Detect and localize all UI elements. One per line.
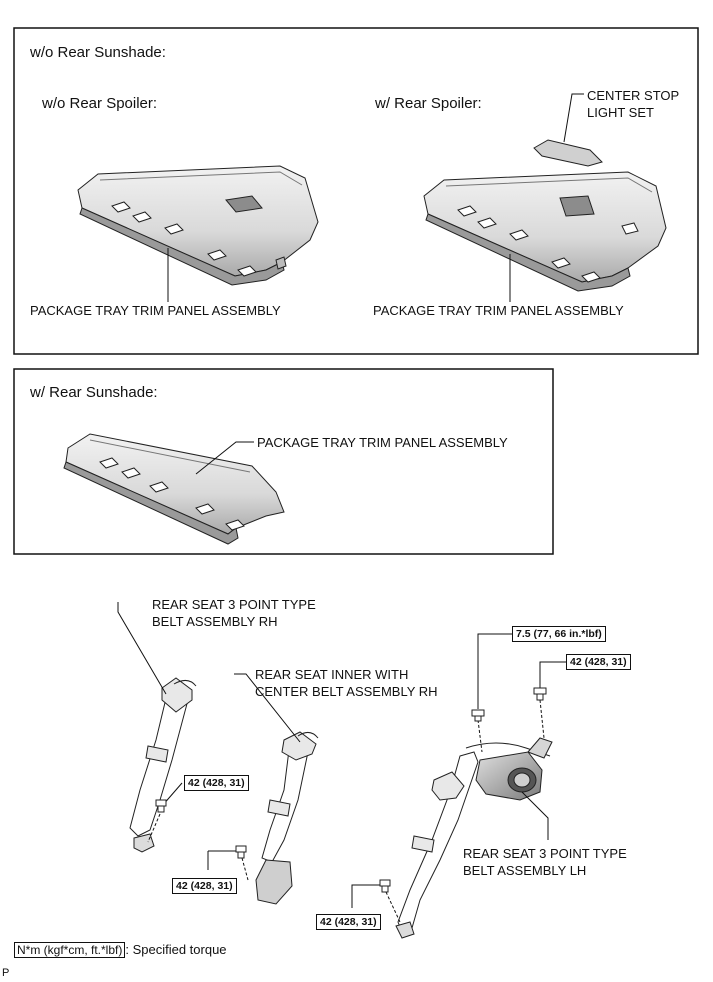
leader-rh-3point	[117, 602, 167, 695]
label-inner-center-line2: CENTER BELT ASSEMBLY RH	[255, 684, 438, 699]
label-center-stop-line1: CENTER STOP	[587, 88, 680, 103]
torque-legend: N*m (kgf*cm, ft.*lbf): Specified torque	[14, 942, 227, 958]
leader-panel-sunshade	[195, 441, 254, 475]
torque-retractor-bolt: 42 (428, 31)	[566, 654, 631, 670]
leader-retractor-torque	[539, 661, 566, 688]
label-panel-sunshade: PACKAGE TRAY TRIM PANEL ASSEMBLY	[257, 435, 508, 450]
bolt-icon	[533, 687, 547, 701]
bolt-axis-lh	[385, 891, 401, 923]
legend-description: : Specified torque	[125, 942, 227, 957]
lh-3point-belt	[395, 742, 551, 939]
legend-unit-box: N*m (kgf*cm, ft.*lbf)	[14, 942, 126, 958]
label-lh-3point-line1: REAR SEAT 3 POINT TYPE	[463, 846, 627, 861]
rh-3point-belt	[129, 677, 197, 853]
bolt-axis-rh	[147, 813, 161, 843]
bolt-icon	[155, 799, 167, 813]
bolt-axis-retractor	[539, 699, 545, 739]
inner-center-belt	[255, 731, 319, 905]
torque-small-bolt: 7.5 (77, 66 in.*lbf)	[512, 626, 606, 642]
package-tray-w-spoiler	[423, 171, 667, 292]
label-inner-center-line1: REAR SEAT INNER WITH	[255, 667, 409, 682]
corner-mark: P	[2, 967, 10, 979]
leader-lh-bolt	[351, 884, 382, 908]
section-frame-wo-sunshade	[13, 27, 699, 355]
section-title-wo-sunshade: w/o Rear Sunshade:	[30, 44, 166, 61]
bolt-icon	[379, 879, 391, 893]
label-rh-3point-line1: REAR SEAT 3 POINT TYPE	[152, 597, 316, 612]
leader-small-torque	[477, 633, 512, 709]
torque-rh-belt-bolt: 42 (428, 31)	[184, 775, 249, 791]
bolt-axis-small	[477, 719, 483, 753]
center-stop-light-set	[533, 139, 603, 167]
package-tray-w-sunshade	[63, 433, 285, 545]
label-rh-3point-line2: BELT ASSEMBLY RH	[152, 614, 278, 629]
torque-center-belt-bolt: 42 (428, 31)	[172, 878, 237, 894]
label-center-stop-line2: LIGHT SET	[587, 105, 654, 120]
subsection-w-spoiler: w/ Rear Spoiler:	[375, 95, 482, 112]
bolt-axis-center	[241, 857, 249, 881]
leader-inner-center	[234, 673, 301, 743]
leader-center-stop	[563, 93, 584, 143]
subsection-wo-spoiler: w/o Rear Spoiler:	[42, 95, 158, 112]
label-panel-left: PACKAGE TRAY TRIM PANEL ASSEMBLY	[30, 303, 281, 318]
label-lh-3point-line2: BELT ASSEMBLY LH	[463, 863, 587, 878]
lh-retractor	[475, 737, 553, 801]
leader-lh-3point	[521, 791, 549, 840]
package-tray-wo-spoiler	[77, 165, 319, 286]
label-panel-right: PACKAGE TRAY TRIM PANEL ASSEMBLY	[373, 303, 624, 318]
section-frame-w-sunshade	[13, 368, 554, 555]
torque-lh-belt-bolt: 42 (428, 31)	[316, 914, 381, 930]
section-title-w-sunshade: w/ Rear Sunshade:	[30, 384, 158, 401]
bolt-icon	[471, 709, 485, 722]
bolt-icon	[235, 845, 247, 859]
